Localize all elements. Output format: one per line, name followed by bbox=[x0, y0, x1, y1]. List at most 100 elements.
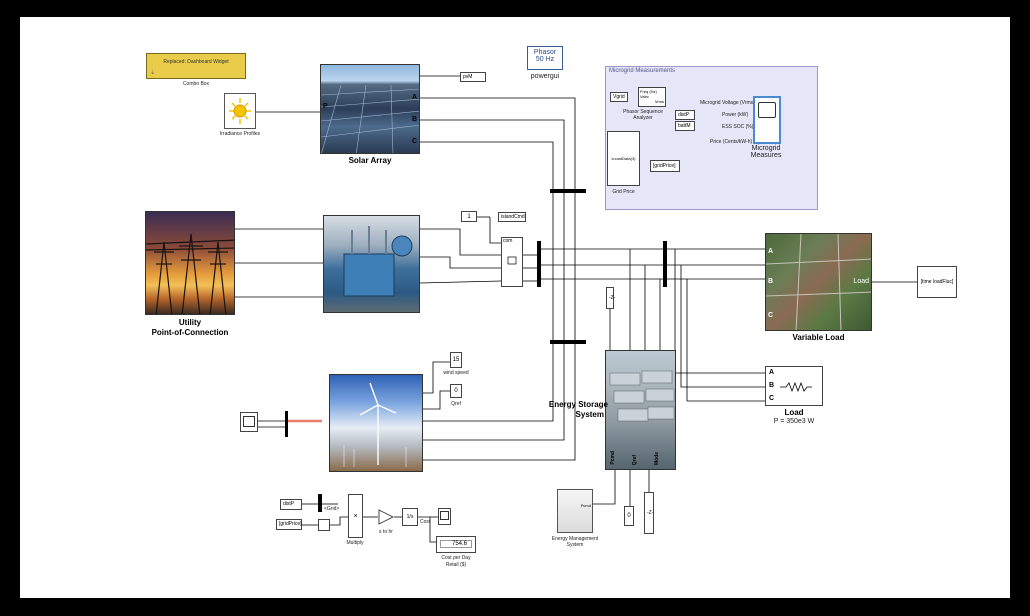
grid-price-inner: a:costData(3) bbox=[611, 156, 636, 161]
ems-const-zero[interactable]: 0 bbox=[624, 506, 634, 526]
utility-block[interactable] bbox=[145, 211, 235, 315]
breaker-com-label: com bbox=[503, 238, 513, 244]
signal-soc: ESS SOC (%) bbox=[722, 124, 754, 130]
cost-gridprice-tag[interactable]: [gridPrice] bbox=[276, 519, 302, 530]
qref-const[interactable]: 0 bbox=[450, 384, 462, 398]
solar-array-block[interactable]: P A B C bbox=[320, 64, 420, 154]
resistor-icon bbox=[780, 381, 812, 393]
variable-load-port-c: C bbox=[768, 312, 774, 319]
powergui-label: powergui bbox=[530, 73, 560, 80]
grid-price-block[interactable]: a:costData(3) bbox=[607, 131, 640, 186]
ess-z-tag[interactable]: -Z- bbox=[606, 287, 615, 309]
gain-label: s to hr bbox=[379, 529, 393, 535]
dashboard-widget-text: Replaced: Dashboard Widget bbox=[163, 59, 229, 65]
cost-tag-label: Cost bbox=[420, 519, 431, 525]
simulink-canvas[interactable]: Replaced: Dashboard Widget ⇣ Combo Box I… bbox=[20, 17, 1010, 598]
battery-container-icon bbox=[609, 370, 675, 422]
cost-bus-selector bbox=[318, 494, 322, 512]
cost-scope-block[interactable] bbox=[438, 508, 451, 525]
ems-block[interactable]: Pcmd bbox=[557, 489, 593, 533]
vertical-bus-right bbox=[663, 241, 667, 287]
pvm-tag[interactable]: pvM bbox=[460, 72, 486, 82]
cost-distp-tag[interactable]: distP bbox=[280, 499, 302, 510]
qref-label: Qref bbox=[451, 401, 461, 407]
utility-label-line1: Utility bbox=[178, 318, 202, 327]
ess-port-qref: Qref bbox=[632, 454, 638, 465]
signal-price: Price (Cents/kW-h) bbox=[710, 139, 753, 145]
wind-scope-block[interactable] bbox=[240, 412, 258, 432]
wind-turbine-block[interactable] bbox=[329, 374, 423, 472]
ess-bottom-z-tag[interactable]: -Z- bbox=[644, 492, 654, 534]
solar-port-a: A bbox=[411, 94, 417, 101]
variable-load-port-b: B bbox=[768, 278, 774, 285]
wind-speed-label: wind speed bbox=[443, 370, 469, 376]
solar-array-label: Solar Array bbox=[348, 156, 392, 165]
gain-block[interactable] bbox=[378, 509, 394, 525]
scope-screen-icon bbox=[758, 102, 776, 118]
island-cmd-tag[interactable]: islandCmd bbox=[498, 212, 526, 222]
load-port-c: C bbox=[769, 395, 775, 402]
distp-measure-tag[interactable]: distP bbox=[675, 110, 695, 120]
ess-label-line2: System bbox=[575, 410, 604, 419]
ess-port-pcmd: Pcmd bbox=[610, 451, 616, 465]
transformer-icon bbox=[343, 226, 413, 297]
powergui-block[interactable]: Phasor 50 Hz bbox=[527, 46, 563, 70]
variable-load-inner: Load bbox=[853, 278, 869, 285]
load-source-block[interactable]: [time loadFluc] bbox=[917, 266, 957, 298]
grid-price-label: Grid Price bbox=[612, 189, 635, 195]
gridprice-goto-tag[interactable]: [gridPrice] bbox=[650, 160, 680, 172]
microgrid-scope-block[interactable] bbox=[753, 96, 781, 144]
transformer-block[interactable] bbox=[323, 215, 420, 313]
variable-load-label: Variable Load bbox=[792, 333, 845, 342]
irradiance-block[interactable] bbox=[224, 93, 256, 129]
measurements-title: Microgrid Measurements bbox=[609, 68, 676, 74]
wind-speed-const[interactable]: 15 bbox=[450, 352, 462, 368]
battm-measure-tag[interactable]: battM bbox=[675, 121, 695, 131]
island-const[interactable]: 1 bbox=[461, 211, 477, 222]
phasor-analyzer-block[interactable]: Freq (Hz) Vabc Vrms bbox=[638, 87, 666, 107]
solar-port-p: P bbox=[323, 103, 328, 110]
integrator-block[interactable]: 1/s bbox=[402, 508, 418, 526]
wind-turbine-icon bbox=[343, 382, 407, 467]
cost-display-label2: Retail ($) bbox=[445, 562, 467, 568]
cost-rate-block[interactable] bbox=[318, 519, 330, 531]
horizontal-bus-bottom bbox=[550, 340, 586, 344]
energy-storage-block[interactable]: Pcmd Qref Mode bbox=[605, 350, 676, 470]
cost-display-block[interactable]: 754.6 bbox=[436, 536, 476, 553]
wind-scope-screen-icon bbox=[243, 416, 255, 427]
signal-voltage: Microgrid Voltage (Vrms) bbox=[700, 100, 755, 106]
solar-port-b: B bbox=[411, 116, 417, 123]
power-tower-icon bbox=[146, 233, 234, 314]
solar-panels-icon bbox=[321, 84, 419, 153]
signal-power: Power (kW) bbox=[722, 112, 749, 118]
cost-display-label1: Cost per Day bbox=[441, 555, 471, 561]
multiply-block[interactable]: × bbox=[348, 494, 363, 538]
ems-port: Pcmd bbox=[580, 503, 591, 508]
load-port-a: A bbox=[769, 369, 775, 376]
cost-display-value: 754.6 bbox=[440, 540, 472, 548]
microgrid-measures-label: Microgrid Measures bbox=[750, 145, 782, 159]
load-source-text: [time loadFluc] bbox=[920, 279, 954, 285]
multiply-label: Multiply bbox=[346, 540, 364, 546]
irradiance-label: Irradiance Profiles bbox=[219, 131, 261, 137]
load-label: Load bbox=[784, 408, 804, 417]
load-port-b: B bbox=[769, 382, 775, 389]
analyzer-port-0: Freq (Hz) bbox=[640, 89, 657, 94]
vertical-bus-left bbox=[537, 241, 541, 287]
wind-demux-bar bbox=[285, 411, 288, 437]
variable-load-block[interactable]: A B C Load bbox=[765, 233, 872, 331]
ems-label: Energy Management System bbox=[551, 536, 599, 548]
phasor-analyzer-label: Phasor Sequence Analyzer bbox=[623, 109, 663, 121]
load-power-label: P = 350e3 W bbox=[773, 418, 815, 425]
cost-grid-label: <Grid> bbox=[324, 506, 340, 512]
suburb-icon bbox=[766, 234, 871, 330]
breaker-block[interactable]: com bbox=[501, 237, 523, 287]
vgrid-tag[interactable]: Vgrid bbox=[610, 92, 628, 102]
analyzer-port-1: Vabc bbox=[640, 94, 649, 99]
sun-icon bbox=[229, 98, 251, 124]
switch-icon bbox=[507, 256, 517, 265]
dashboard-widget-combo-box[interactable]: Replaced: Dashboard Widget ⇣ bbox=[146, 53, 246, 79]
cost-scope-screen-icon bbox=[440, 511, 449, 520]
variable-load-port-a: A bbox=[768, 248, 774, 255]
static-load-block[interactable]: A B C bbox=[765, 366, 823, 406]
